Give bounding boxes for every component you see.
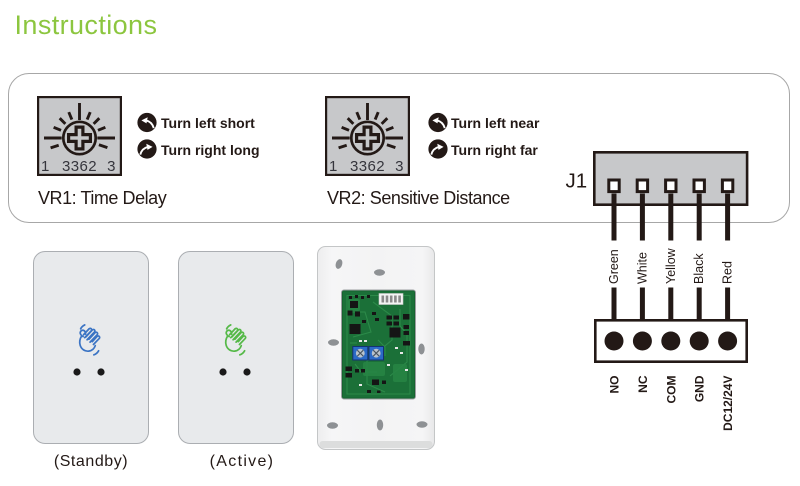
svg-text:NO: NO [608,376,622,394]
svg-text:GND: GND [693,375,707,402]
svg-text:COM: COM [664,376,678,404]
svg-text:3362: 3362 [62,158,97,175]
svg-text:Red: Red [721,261,735,284]
svg-text:Black: Black [692,253,706,284]
svg-text:DC12/24V: DC12/24V [721,376,735,431]
svg-text:NC: NC [636,375,650,393]
svg-text:Yellow: Yellow [664,247,678,284]
svg-text:J1: J1 [566,170,588,193]
svg-text:White: White [635,252,649,284]
svg-text:3: 3 [107,158,115,175]
svg-text:1: 1 [41,158,49,175]
svg-text:Green: Green [607,249,621,284]
